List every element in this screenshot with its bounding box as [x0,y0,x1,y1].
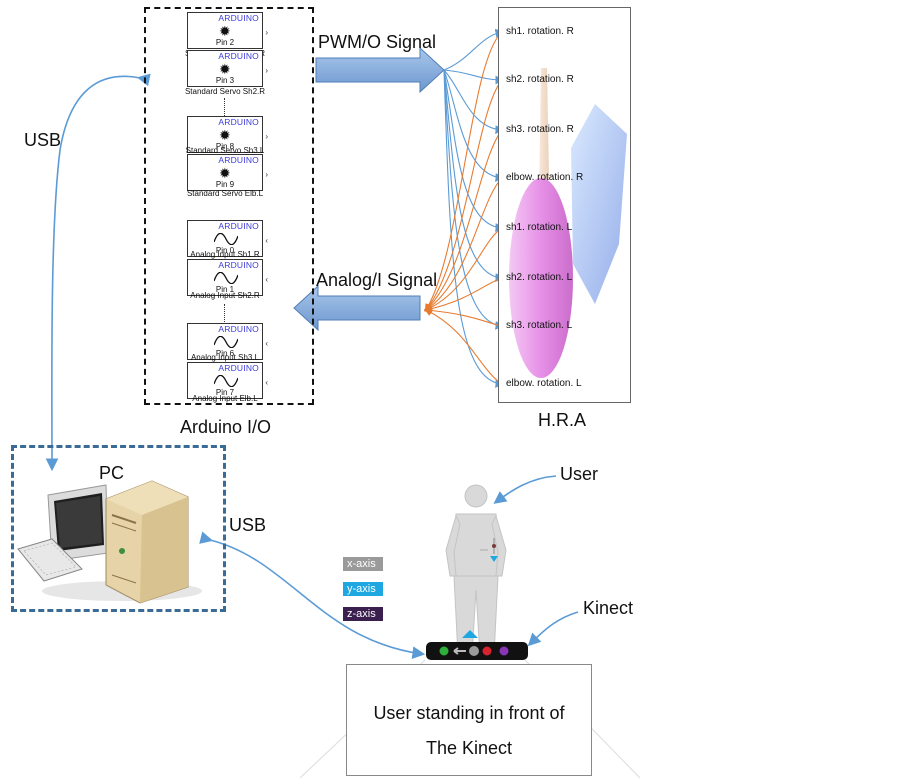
analog-signal-label: Analog/I Signal [316,270,438,290]
pin-label: Pin 9 [215,180,235,189]
hra-arm-render [509,68,627,378]
output-port-icon: › [265,132,268,141]
servo-block-pin8: ARDUINO ✹ › Pin 8 [187,116,268,153]
pc-panel [11,445,226,612]
output-port-icon: ‹ [265,339,268,348]
analog-block-pin7: ARDUINO ‹ Pin 7 [187,362,268,399]
sine-wave-icon [214,375,238,387]
arduino-io-label: Arduino I/O [180,417,272,437]
user-standing-caption: User standing in front of The Kinect [346,664,592,776]
hra-signal-label: sh2. rotation. R [506,74,574,85]
pin-label: Pin 8 [215,142,235,151]
servo-caption: Standard Servo Sh3.L [185,146,265,155]
arduino-brand: ARDUINO [218,51,259,61]
stand-caption-line1: User standing in front of [373,703,565,723]
x-axis-tag: x-axis [343,557,383,571]
user-label: User [560,464,599,484]
analog-block-pin1: ARDUINO ‹ Pin 1 [187,259,268,296]
arduino-brand: ARDUINO [218,260,259,270]
kinect-pointer-arrow [527,611,579,647]
arduino-brand: ARDUINO [218,13,259,23]
hra-signal-label: sh3. rotation. R [506,124,574,135]
servo-block-pin9: ARDUINO ✹ › Pin 9 [187,154,268,191]
pwm-signal-label: PWM/O Signal [318,32,437,52]
pin-label: Pin 6 [215,349,235,358]
usb-pc-kinect-link [199,531,426,660]
pc-label: PC [99,463,125,483]
hra-signal-label: elbow. rotation. L [506,378,582,389]
sine-wave-icon [214,272,238,284]
pin-label: Pin 3 [215,76,235,85]
analog-block-pin6: ARDUINO ‹ Pin 6 [187,323,268,360]
servo-gear-icon: ✹ [219,127,231,143]
arduino-brand: ARDUINO [218,155,259,165]
output-port-icon: › [265,28,268,37]
analog-signal-arrow [293,284,421,332]
output-port-icon: › [265,170,268,179]
servo-caption: Standard Servo Elb.L [186,189,264,198]
hra-signal-label: sh3. rotation. L [506,320,573,331]
analog-caption: Analog Input Sh2.R [190,291,260,300]
desktop-computer-icon [17,480,202,604]
pin-label: Pin 0 [215,246,235,255]
pin-label: Pin 2 [215,38,235,47]
analog-feedback-lines [423,31,503,385]
analog-block-pin0: ARDUINO ‹ Pin 0 [187,220,268,257]
hra-signal-label: sh1. rotation. L [506,222,573,233]
usb-bottom-label: USB [229,515,267,535]
y-axis-tag: y-axis [343,582,383,596]
output-port-icon: ‹ [265,275,268,284]
hra-signal-label: sh2. rotation. L [506,272,573,283]
usb-top-label: USB [24,130,62,150]
arduino-brand: ARDUINO [218,221,259,231]
servo-block-pin3: ARDUINO ✹ › Pin 3 [187,50,268,87]
hra-signal-label: elbow. rotation. R [506,172,584,183]
servo-block-pin2: ARDUINO ✹ › Pin 2 [187,12,268,49]
analog-caption: Analog Input Sh3.L [190,353,260,362]
z-axis-tag: z-axis [343,607,383,621]
arduino-brand: ARDUINO [218,363,259,373]
ellipsis-divider [224,304,225,324]
sine-wave-icon [214,233,238,245]
pin-label: Pin 7 [215,388,235,397]
user-pointer-arrow [493,475,557,504]
servo-gear-icon: ✹ [219,165,231,181]
arduino-brand: ARDUINO [218,324,259,334]
ellipsis-divider [224,98,225,116]
usb-arduino-pc-link [45,73,151,472]
hra-signal-label: sh1. rotation. R [506,26,574,37]
output-port-icon: › [265,66,268,75]
hra-label: H.R.A [538,410,587,430]
kinect-label: Kinect [583,598,634,618]
servo-caption: Standard Servo Sh2.R [184,87,266,96]
hra-panel [498,7,631,403]
analog-caption: Analog Input Elb.L [192,394,258,403]
arduino-io-panel [144,7,314,405]
analog-caption: Analog Input Sh1.R [190,250,260,259]
servo-gear-icon: ✹ [219,61,231,77]
servo-gear-icon: ✹ [219,23,231,39]
output-port-icon: ‹ [265,236,268,245]
stand-caption-line2: The Kinect [425,738,513,758]
kinect-sensor-icon [426,630,528,660]
pwm-signal-arrow [315,46,445,94]
pwm-fanout-lines [443,28,505,388]
output-port-icon: ‹ [265,378,268,387]
pin-label: Pin 1 [215,285,235,294]
user-figure [445,484,507,657]
sine-wave-icon [214,336,238,348]
arduino-brand: ARDUINO [218,117,259,127]
